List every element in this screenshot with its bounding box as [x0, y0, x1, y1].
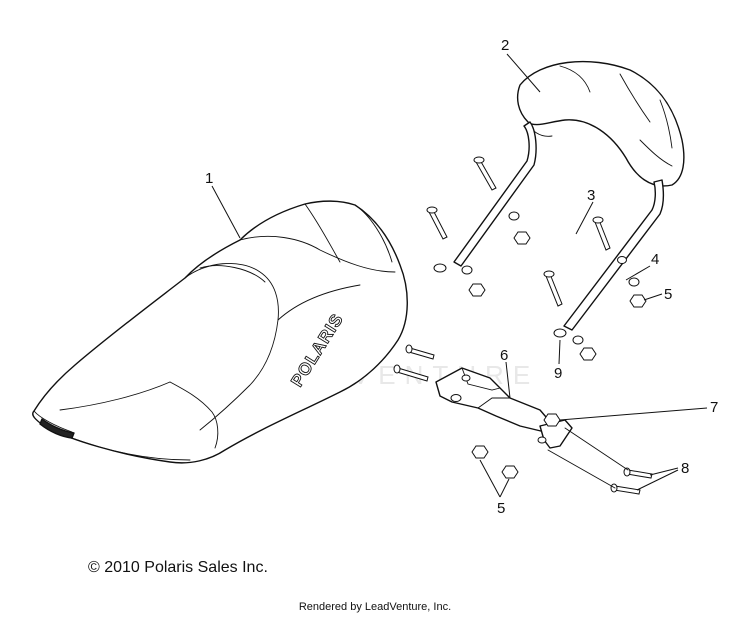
mount-bracket-part-6[interactable] [393, 344, 573, 449]
screw-part-8[interactable] [610, 467, 653, 495]
callout-7: 7 [710, 399, 718, 416]
callout-3: 3 [587, 187, 595, 204]
callout-leaders [211, 53, 708, 498]
callout-6: 6 [500, 347, 508, 364]
callout-5-lower: 5 [497, 500, 505, 517]
bolt-part-3[interactable] [426, 156, 611, 307]
nut-part-7[interactable] [543, 413, 561, 427]
copyright-text: © 2010 Polaris Sales Inc. [88, 559, 268, 576]
backrest-frame[interactable] [433, 121, 665, 338]
backrest-part-2[interactable] [516, 60, 685, 187]
rendered-by-text: Rendered by LeadVenture, Inc. [298, 601, 452, 613]
nut-lower-part-5[interactable] [471, 445, 519, 479]
washer-nut-upper[interactable] [461, 211, 647, 361]
callout-2: 2 [501, 37, 509, 54]
callout-9: 9 [554, 365, 562, 382]
alignment-lines [547, 427, 629, 489]
callout-5-upper: 5 [664, 286, 672, 303]
callout-4: 4 [651, 251, 659, 268]
callout-8: 8 [681, 460, 689, 477]
callout-1: 1 [205, 170, 213, 187]
seat-part-1[interactable]: POLARIS [32, 200, 408, 464]
